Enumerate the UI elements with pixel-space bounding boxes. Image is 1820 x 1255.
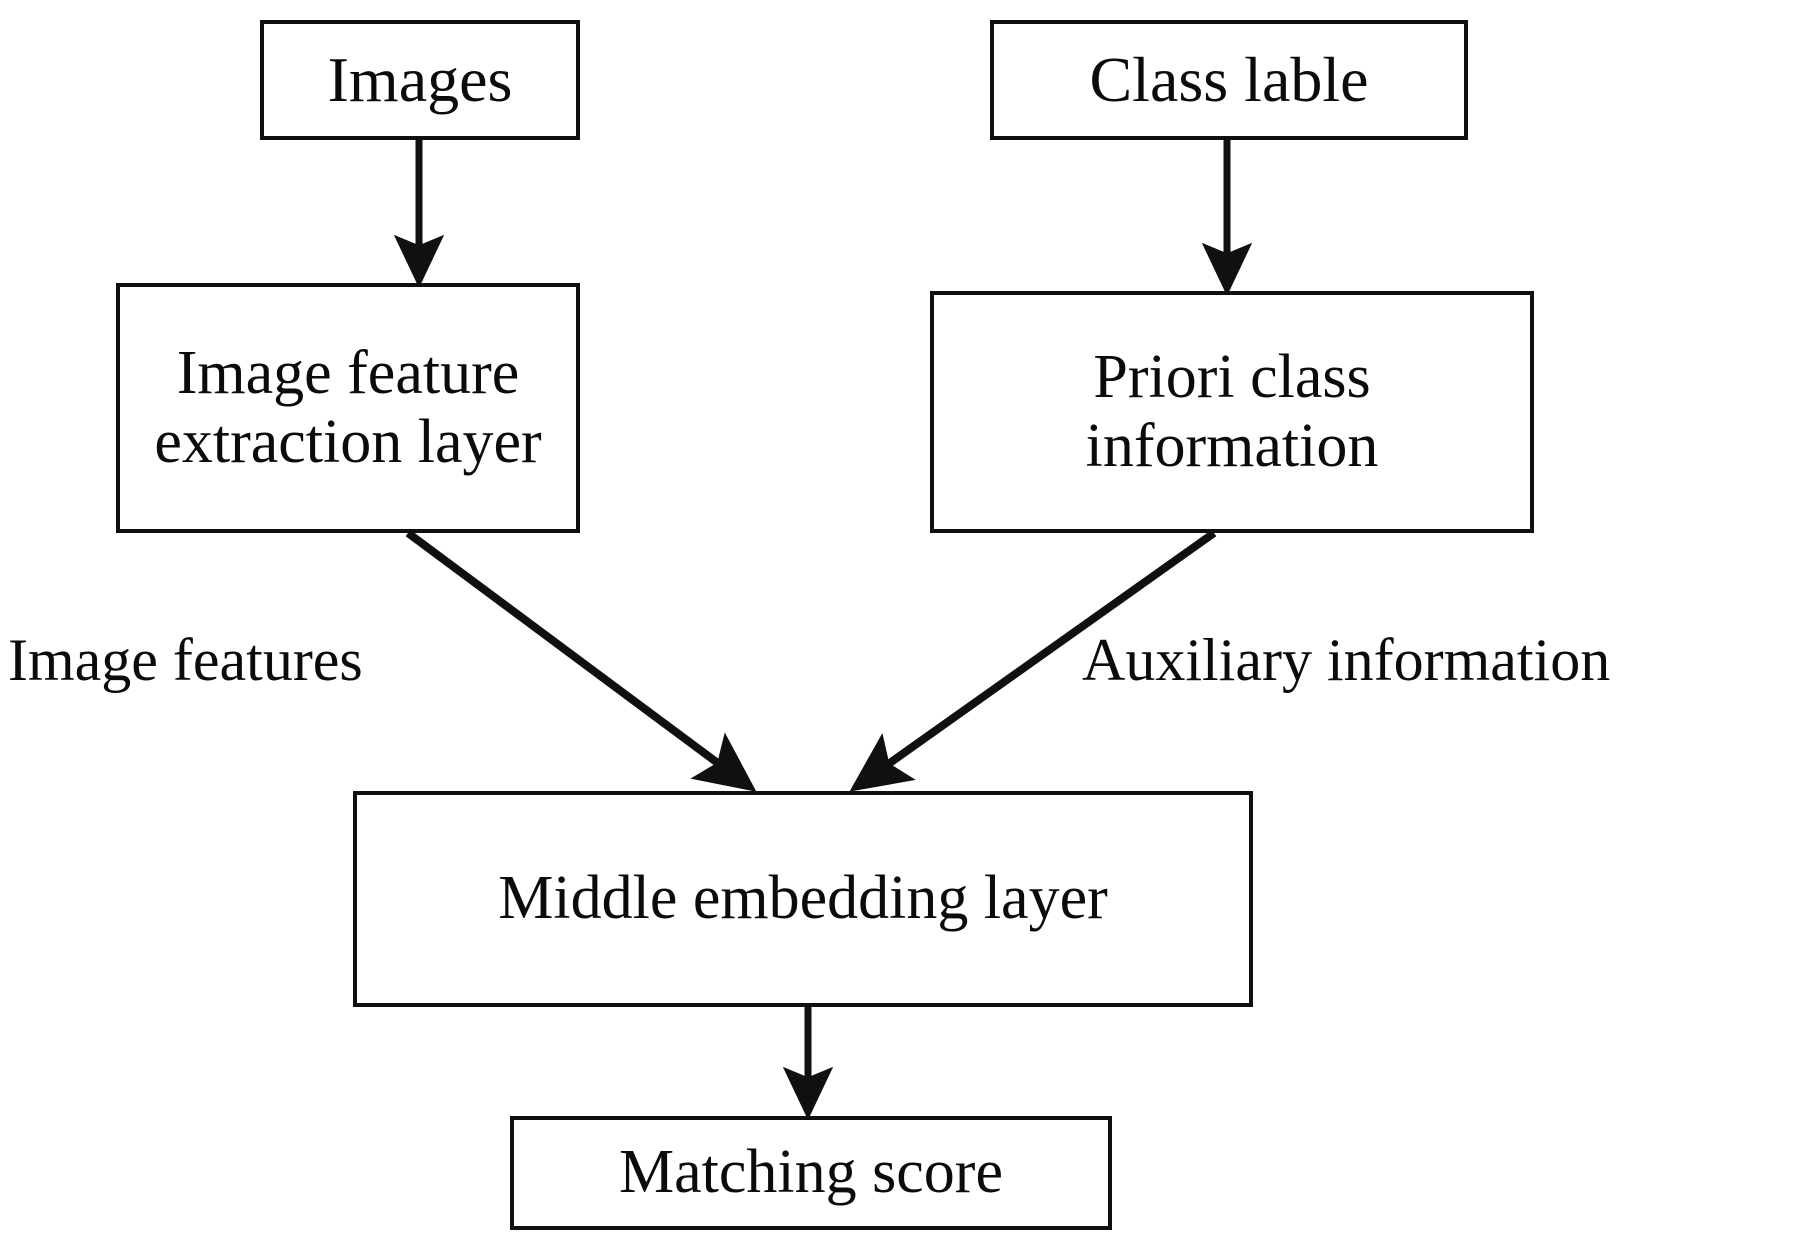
edge-image-feature-to-middle-embedding (405, 529, 757, 792)
node-images[interactable]: Images (260, 20, 580, 140)
node-middle-embedding-layer[interactable]: Middle embedding layer (353, 791, 1253, 1007)
edge-label-image-features: Image features (8, 627, 363, 693)
edge-label-auxiliary-information: Auxiliary information (1082, 627, 1611, 693)
edge-priori-class-to-middle-embedding (849, 529, 1217, 792)
node-matching-score[interactable]: Matching score (510, 1116, 1112, 1230)
node-class-lable[interactable]: Class lable (990, 20, 1468, 140)
node-priori-class-information[interactable]: Priori class information (930, 291, 1534, 533)
node-image-feature-extraction-layer[interactable]: Image feature extraction layer (116, 283, 580, 533)
